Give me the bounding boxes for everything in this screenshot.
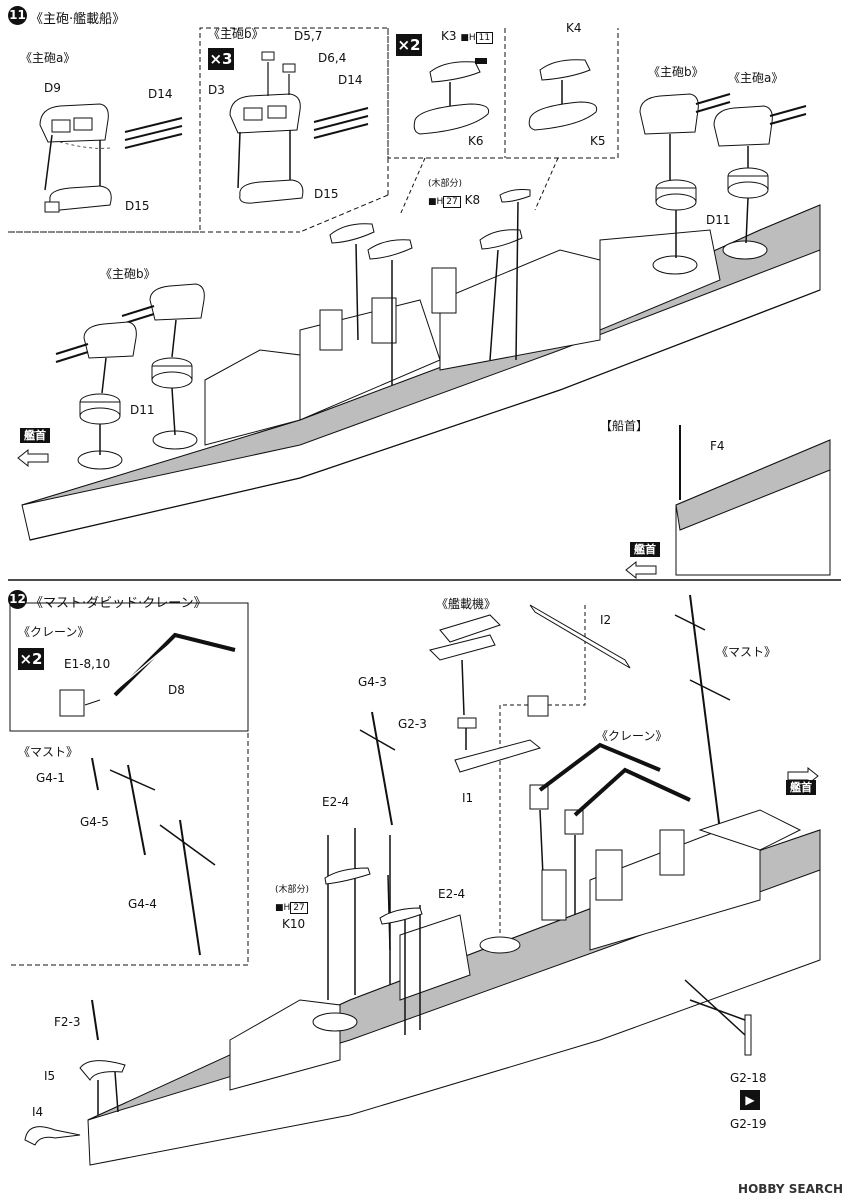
side-parts-drawing <box>684 979 752 1056</box>
step-12-title: 《マスト·ダビッド·クレーン》 <box>30 596 207 611</box>
step-11-number: 11 <box>8 6 27 25</box>
aircraft-drawing <box>429 604 631 773</box>
label-turret-b-left: 《主砲b》 <box>100 267 156 281</box>
boat-k3-drawing <box>413 58 490 135</box>
label-box-a-title: 《主砲a》 <box>20 51 76 65</box>
label-d3: D3 <box>208 83 225 97</box>
label-bow-inset-title: 【船首】 <box>600 419 649 433</box>
step-11-title: 《主砲·艦載船》 <box>30 12 126 27</box>
label-crane-box-title: 《クレーン》 <box>18 625 90 639</box>
label-i5: I5 <box>44 1069 56 1083</box>
watermark: HOBBY SEARCH <box>738 1182 843 1196</box>
label-mast-box-title: 《マスト》 <box>18 745 79 759</box>
label-wood-part-12: (木部分) <box>275 885 310 895</box>
turrets-right-drawing <box>639 93 807 211</box>
hull-step11 <box>21 204 821 541</box>
label-d14-a: D14 <box>148 87 173 101</box>
label-g4-1: G4-1 <box>36 771 65 785</box>
turret-a-drawing <box>39 103 183 213</box>
multiplier-crane: ×2 <box>18 648 44 670</box>
label-e2-4-a: E2-4 <box>322 795 350 809</box>
label-d6-4: D6,4 <box>318 51 347 65</box>
label-i1: I1 <box>462 791 474 805</box>
label-d15-a: D15 <box>125 199 150 213</box>
label-d9: D9 <box>44 81 61 95</box>
bow-direction-11: 艦首 <box>20 428 50 443</box>
label-d14-b: D14 <box>338 73 363 87</box>
label-g4-4: G4-4 <box>128 897 157 911</box>
label-f4: F4 <box>710 439 725 453</box>
bow-inset-drawing <box>675 425 831 576</box>
mirror-symbol-icon: ▶ <box>740 1090 760 1110</box>
label-i4: I4 <box>32 1105 44 1119</box>
label-turret-b-right: 《主砲b》 <box>648 65 704 79</box>
label-k6: K6 <box>468 134 484 148</box>
label-g4-5: G4-5 <box>80 815 109 829</box>
mast-box-drawing <box>91 757 216 956</box>
label-e2-4-b: E2-4 <box>438 887 466 901</box>
label-g4-3: G4-3 <box>358 675 387 689</box>
label-f2-3: F2-3 <box>54 1015 81 1029</box>
label-g2-3: G2-3 <box>398 717 427 731</box>
turrets-left-drawing <box>55 197 749 455</box>
bow-parts-drawing <box>24 999 126 1146</box>
hull-step12 <box>87 809 821 1166</box>
turret-b-drawing <box>229 51 369 204</box>
label-box-b-title: 《主砲b》 <box>208 27 264 41</box>
label-wood-part-11: (木部分) <box>428 179 463 189</box>
step-12-number: 12 <box>8 590 27 609</box>
label-k5: K5 <box>590 134 606 148</box>
crane-box-drawing <box>59 632 236 717</box>
bow-direction-12: 艦首 <box>786 780 816 795</box>
label-d11-left: D11 <box>130 403 155 417</box>
label-d15-b: D15 <box>314 187 339 201</box>
davits-drawing <box>324 828 423 1035</box>
label-e1-8-10: E1-8,10 <box>64 657 111 671</box>
label-k10: K10 <box>282 917 306 931</box>
label-i2: I2 <box>600 613 612 627</box>
label-crane-main-title: 《クレーン》 <box>596 729 668 743</box>
label-aircraft-title: 《艦載機》 <box>436 597 497 611</box>
multiplier-box-b: ×3 <box>208 48 234 70</box>
label-mast-main-title: 《マスト》 <box>716 645 777 659</box>
label-d5-7: D5,7 <box>294 29 323 43</box>
label-g2-19: G2-19 <box>730 1117 767 1131</box>
label-turret-a-right: 《主砲a》 <box>728 71 784 85</box>
bow-direction-inset: 艦首 <box>630 542 660 557</box>
label-d11-right: D11 <box>706 213 731 227</box>
label-g2-18: G2-18 <box>730 1071 767 1085</box>
deck-boats-step11 <box>329 189 531 385</box>
boat-k4-drawing <box>528 59 598 131</box>
label-k4: K4 <box>566 21 582 35</box>
multiplier-k3: ×2 <box>396 34 422 56</box>
label-d8: D8 <box>168 683 185 697</box>
